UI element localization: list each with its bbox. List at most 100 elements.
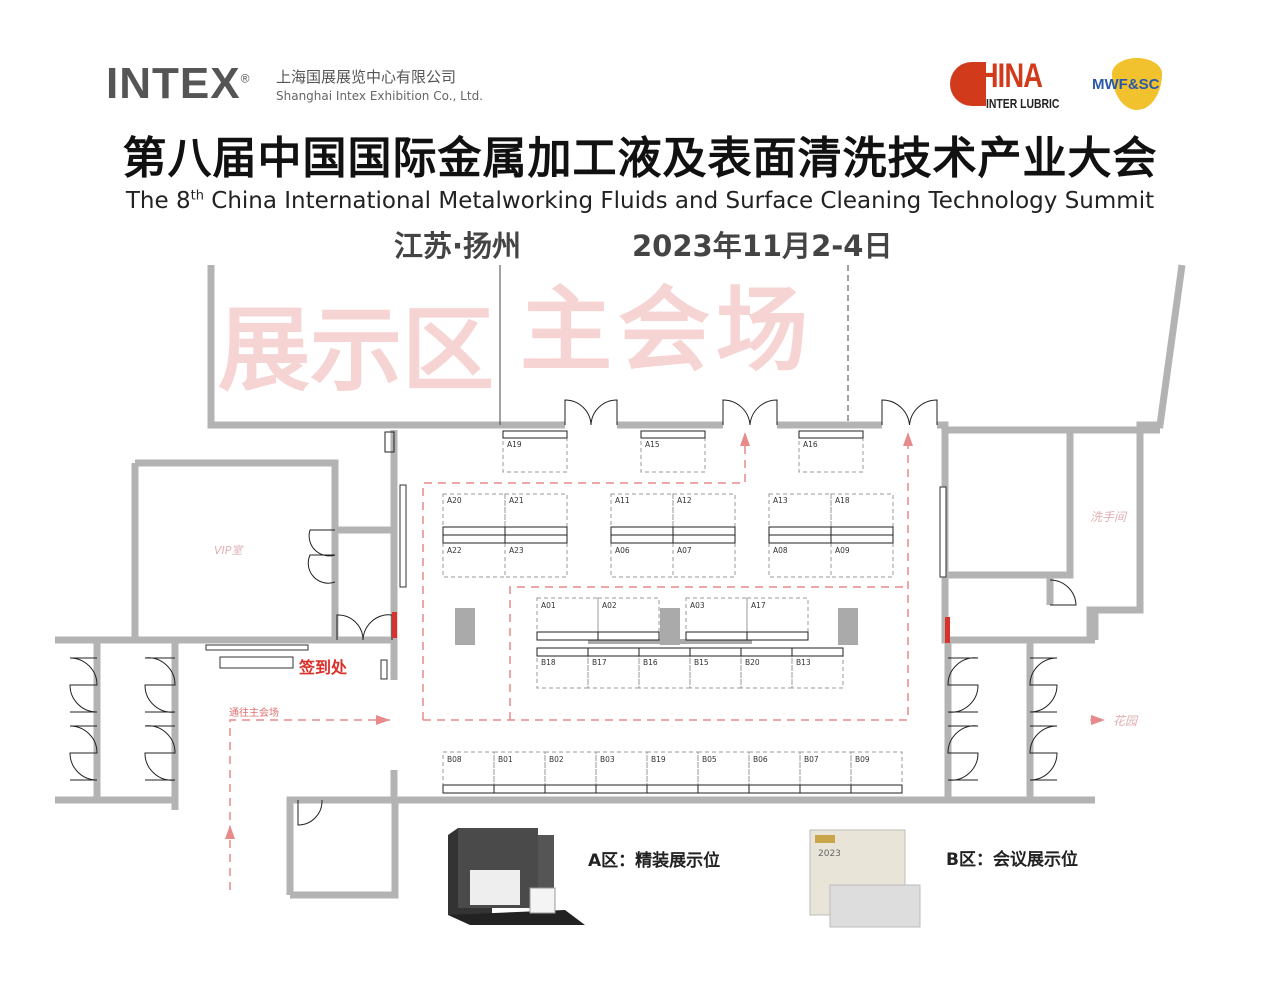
- booth-counter: [748, 784, 801, 794]
- event-location: 江苏·扬州: [394, 229, 522, 263]
- wall-panel: [939, 486, 947, 578]
- booth-counter: [791, 647, 844, 657]
- door-icon: [947, 725, 979, 781]
- door-icon: [947, 657, 979, 713]
- booth-A08[interactable]: A08: [768, 534, 832, 578]
- booth-label: A09: [835, 546, 850, 555]
- booth-label: B07: [804, 755, 819, 764]
- booth-B19[interactable]: B19: [646, 751, 699, 794]
- arrow-up-icon: [225, 825, 235, 839]
- title-en-post: China International Metalworking Fluids …: [203, 188, 1155, 214]
- booth-counter: [638, 647, 691, 657]
- booth-B05[interactable]: B05: [697, 751, 750, 794]
- booth-counter: [850, 784, 903, 794]
- entry-marker: [945, 617, 950, 643]
- arrow-up-icon: [903, 432, 913, 446]
- arrow-up-icon: [740, 432, 750, 446]
- booth-counter: [740, 647, 793, 657]
- booth-A19[interactable]: A19: [502, 430, 568, 473]
- booth-counter: [830, 534, 894, 544]
- booth-counter: [799, 784, 852, 794]
- booth-counter: [442, 526, 506, 536]
- booth-B01[interactable]: B01: [493, 751, 546, 794]
- arrow-right-icon: [376, 715, 390, 725]
- booth-B07[interactable]: B07: [799, 751, 852, 794]
- booth-counter: [504, 526, 568, 536]
- page-subtitle: The 8th China International Metalworking…: [0, 188, 1280, 216]
- furniture: [205, 484, 947, 680]
- booth-counter: [672, 526, 736, 536]
- booth-B20[interactable]: B20: [740, 647, 793, 689]
- booth-label: B20: [745, 658, 760, 667]
- booth-B08[interactable]: B08: [442, 751, 495, 794]
- booth-label: A08: [773, 546, 788, 555]
- door-icon: [336, 614, 393, 641]
- wall-panel: [399, 484, 407, 588]
- booth-A03[interactable]: A03: [685, 597, 748, 641]
- booth-A22[interactable]: A22: [442, 534, 506, 578]
- legend-a-label: A区：精装展示位: [588, 851, 721, 871]
- booth-A11[interactable]: A11: [610, 493, 674, 536]
- booth-A16[interactable]: A16: [798, 430, 864, 473]
- booth-label: A03: [690, 601, 705, 610]
- booth-A09[interactable]: A09: [830, 534, 894, 578]
- booth-B03[interactable]: B03: [595, 751, 648, 794]
- booth-counter: [689, 647, 742, 657]
- booth-label: A19: [507, 440, 522, 449]
- logo-text: INTEX: [106, 59, 241, 108]
- company-name-en: Shanghai Intex Exhibition Co., Ltd.: [276, 89, 483, 103]
- door-icon: [384, 431, 395, 453]
- booth-label: A17: [751, 601, 766, 610]
- booth-B09[interactable]: B09: [850, 751, 903, 794]
- main-hall-watermark: 主会场: [520, 277, 815, 384]
- door-icon: [881, 399, 938, 426]
- booth-A06[interactable]: A06: [610, 534, 674, 578]
- walls: [55, 264, 1186, 899]
- booth-A17[interactable]: A17: [746, 597, 809, 641]
- booth-A20[interactable]: A20: [442, 493, 506, 536]
- booth-counter: [536, 631, 599, 641]
- booth-label: B13: [796, 658, 811, 667]
- booth-B13[interactable]: B13: [791, 647, 844, 689]
- pillars: [392, 608, 950, 645]
- booth-label: A21: [509, 496, 524, 505]
- booth-B06[interactable]: B06: [748, 751, 801, 794]
- booth-A21[interactable]: A21: [504, 493, 568, 536]
- booth-B15[interactable]: B15: [689, 647, 742, 689]
- logo-china-text: CHINA: [960, 57, 1043, 95]
- booth-label: A15: [645, 440, 660, 449]
- booth-A18[interactable]: A18: [830, 493, 894, 536]
- booth-A07[interactable]: A07: [672, 534, 736, 578]
- logo-china-sub: INTER LUBRIC: [986, 96, 1060, 111]
- booth-label: A18: [835, 496, 850, 505]
- booth-counter: [640, 430, 706, 439]
- pillar: [660, 608, 680, 645]
- arrow-right-icon: [1091, 715, 1105, 725]
- booth-A23[interactable]: A23: [504, 534, 568, 578]
- booth-B18[interactable]: B18: [536, 647, 589, 689]
- entry-marker: [392, 612, 397, 638]
- door-icon: [69, 725, 98, 781]
- door-icon: [307, 529, 336, 584]
- pillar: [838, 608, 858, 645]
- booth-label: B18: [541, 658, 556, 667]
- door-icon: [722, 399, 778, 426]
- route-arrows: [225, 432, 1105, 839]
- booth-B02[interactable]: B02: [544, 751, 597, 794]
- booth-A12[interactable]: A12: [672, 493, 736, 536]
- booth-label: A01: [541, 601, 556, 610]
- booth-a-illustration: [448, 828, 585, 925]
- booth-B17[interactable]: B17: [587, 647, 640, 689]
- booth-counter: [536, 647, 589, 657]
- booth-A13[interactable]: A13: [768, 493, 832, 536]
- booth-A15[interactable]: A15: [640, 430, 706, 473]
- booth-label: B01: [498, 755, 513, 764]
- booth-counter: [685, 631, 748, 641]
- booth-A02[interactable]: A02: [597, 597, 660, 641]
- booth-label: A13: [773, 496, 788, 505]
- stand: [380, 659, 388, 680]
- booth-counter: [768, 534, 832, 544]
- booth-A01[interactable]: A01: [536, 597, 599, 641]
- booth-B16[interactable]: B16: [638, 647, 691, 689]
